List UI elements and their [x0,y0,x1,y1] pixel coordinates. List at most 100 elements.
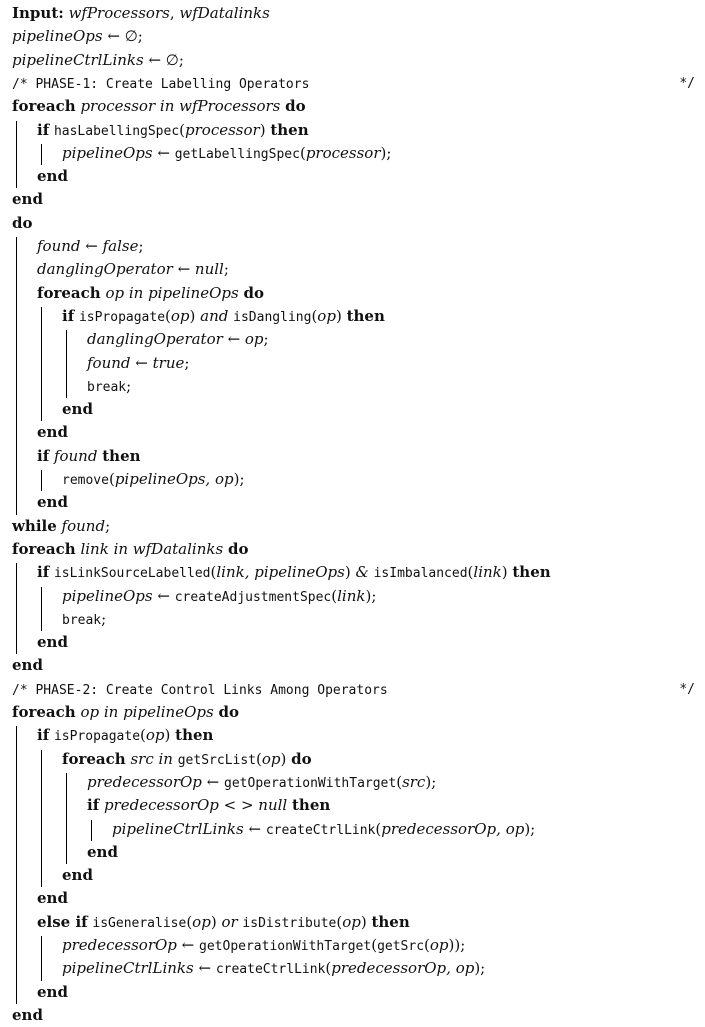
symbol: ) [164,726,176,745]
block-rule [41,470,42,492]
variable: predecessorOp, op [381,819,525,838]
keyword: if [37,563,50,582]
symbol: ) [210,912,222,931]
algo-line-if-predecessor: if predecessorOp < > null then [0,794,705,817]
function-name: remove [62,473,109,488]
algo-line-while-found: while found; [0,515,705,538]
symbol: ( [311,306,318,325]
symbol: ; [101,609,107,628]
symbol: ) [344,563,356,582]
keyword: if [87,796,100,815]
algo-line-foreach-op: foreach op in pipelineOps do [0,282,705,305]
symbol: ← ∅; [143,50,184,69]
variable: found [53,446,98,465]
algo-line-found-false: found ← false; [0,235,705,258]
symbol: ; [223,260,229,279]
variable: op [145,726,165,745]
function-name: isPropagate [53,729,141,745]
variable: & [355,563,369,582]
variable: op [342,912,361,931]
keyword: foreach [12,97,76,116]
function-name: break [87,379,127,395]
comment-close: */ [679,681,695,697]
variable: pipelineCtrlLinks [62,959,194,978]
function-name: isDistribute [242,915,337,931]
keyword: end [12,190,43,209]
block-rule [66,330,67,399]
variable: link [473,563,502,582]
variable: src in [130,749,173,768]
algo-line-if-found: if found then [0,445,705,468]
keyword: while [12,516,57,535]
algo-line-end-foreach-processor: end [0,188,705,211]
symbol: ← [152,143,175,162]
keyword: foreach [62,749,126,768]
comment-close: */ [679,75,695,91]
symbol: ← [172,260,195,279]
variable: pipelineCtrlLinks [12,50,144,69]
algo-line-if-link-labelled: if isLinkSourceLabelled(link, pipelineOp… [0,561,705,584]
keyword: do [243,283,264,302]
block-rule [16,237,17,515]
algo-line-do: do [0,212,705,235]
symbol: ( [186,912,193,931]
block-rule [16,726,17,1004]
variable: op [170,306,190,325]
keyword: end [62,400,93,419]
algo-line-foreach-processor: foreach processor in wfProcessors do [0,95,705,118]
keyword: then [346,306,385,325]
algo-line-end-if-predecessor: end [0,841,705,864]
keyword: do [12,213,33,232]
variable: pipelineOps [12,27,103,46]
algo-line-end-foreach-link: end [0,654,705,677]
symbol: ; [263,330,269,349]
block-rule [41,586,42,632]
function-name: break [62,612,102,628]
function-name: createCtrlLink [265,822,376,838]
symbol: )); [448,936,466,954]
algo-line-end-foreach-op-2: end [0,1004,705,1027]
block-rule [41,306,42,422]
symbol: < > [218,796,259,815]
function-name: getLabellingSpec [174,146,300,162]
variable: processor [185,120,260,139]
comment-text: /* PHASE-1: Create Labelling Operators [12,76,310,92]
symbol: , [169,4,180,22]
symbol: ); [474,959,486,978]
keyword: else if [37,912,88,931]
keyword: do [227,539,249,558]
comment-text: /* PHASE-2: Create Control Links Among O… [12,682,388,698]
symbol: ( [396,772,403,791]
variable: pipelineOps [62,143,153,162]
algo-line-assign-ctrllink-2: pipelineCtrlLinks ← createCtrlLink(prede… [0,957,705,980]
function-name: createAdjustmentSpec [174,589,332,605]
algo-line-input: Input: wfProcessors, wfDatalinks [0,2,705,25]
keyword: if [37,726,50,745]
block-rule [41,936,42,981]
block-rule [16,120,17,189]
algo-line-comment-phase1: */ /* PHASE-1: Create Labelling Operators [0,72,705,95]
symbol: ( [179,120,186,139]
function-name: getOperationWithTarget [224,775,397,791]
block-rule [41,143,42,166]
symbol: ← ∅; [102,27,143,46]
keyword: do [291,749,312,768]
block-rule [41,749,42,888]
symbol: ; [138,237,144,255]
symbol: ) [335,306,347,325]
variable: op [261,749,281,768]
algo-line-foreach-link: foreach link in wfDatalinks do [0,538,705,561]
variable: found [37,237,81,255]
symbol: ); [524,819,536,838]
variable: pipelineOps, op [114,470,234,488]
algo-line-end-if-link: end [0,631,705,654]
keyword: do [285,97,306,116]
keyword: foreach [12,703,76,721]
algo-line-assign-predecessor-2: predecessorOp ← getOperationWithTarget(g… [0,934,705,957]
algo-line-end-if-propagate: end [0,887,705,910]
symbol: ( [165,306,171,325]
symbol: ( [371,936,378,954]
symbol: ( [467,563,474,582]
variable: found [61,516,106,535]
